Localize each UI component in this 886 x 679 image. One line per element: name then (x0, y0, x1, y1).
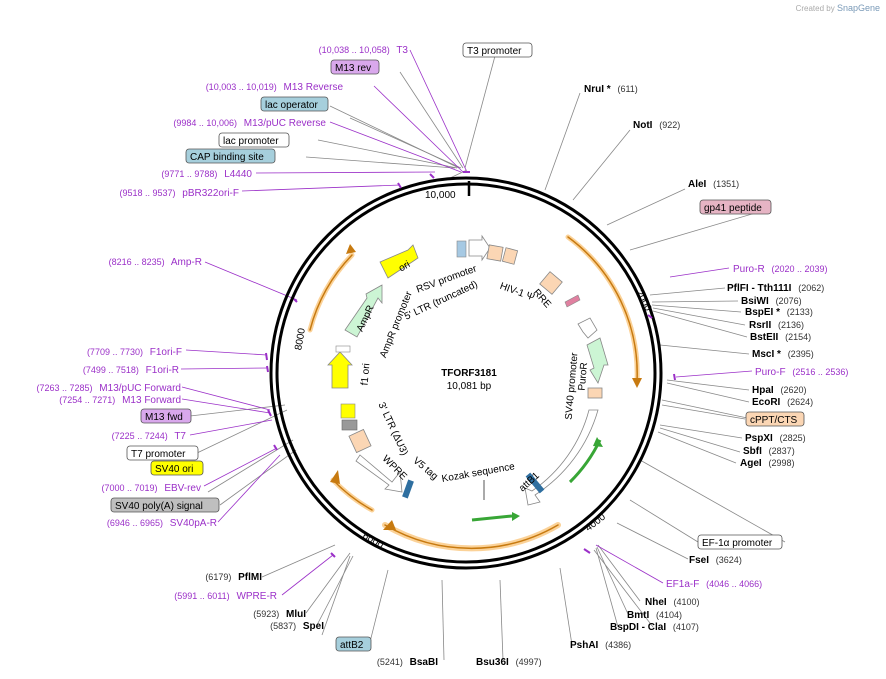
lac-promoter-box[interactable]: lac promoter (223, 136, 279, 147)
primer-label[interactable]: (6946 .. 6965) SV40pA-R (107, 518, 217, 529)
orange-arcs (307, 234, 640, 552)
sv40-ori-box[interactable]: SV40 ori (155, 464, 193, 475)
tick-10000: 10,000 (425, 190, 456, 201)
primer-label[interactable]: (10,038 .. 10,058) T3 (319, 45, 409, 56)
gp41-box[interactable]: gp41 peptide (704, 203, 762, 214)
site-label[interactable]: PflFI - Tth111I (2062) (727, 283, 824, 294)
snapgene-credit: Created by SnapGene (796, 3, 880, 13)
f1ori-label: f1 ori (360, 363, 373, 386)
site-label[interactable]: MscI * (2395) (752, 349, 814, 360)
site-label[interactable]: NheI (4100) (645, 597, 699, 608)
primer-labels: (10,038 .. 10,058) T3 (10,003 .. 10,019)… (36, 45, 848, 602)
ori-label: ori (397, 259, 412, 274)
site-label[interactable]: (6179) PflMI (205, 572, 262, 583)
lac-operator-box[interactable]: lac operator (265, 100, 318, 111)
site-label[interactable]: EcoRI (2624) (752, 397, 813, 408)
site-label[interactable]: RsrII (2136) (749, 320, 804, 331)
backbone-inner (275, 182, 657, 564)
primer-leader-lines (180, 49, 753, 596)
right-sites: NruI * (611) NotI (922) AleI (1351) PflF… (476, 84, 824, 668)
primer-label[interactable]: (8216 .. 8235) Amp-R (109, 257, 202, 268)
primer-label[interactable]: (7709 .. 7730) F1ori-F (87, 347, 182, 358)
tick-8000: 8000 (293, 327, 308, 351)
primer-label[interactable]: (7225 .. 7244) T7 (112, 431, 187, 442)
site-label[interactable]: (5923) MluI (253, 609, 306, 620)
tick-4000: 4000 (584, 511, 609, 534)
feature-boxes: T3 promoter M13 rev lac operator lac pro… (110, 42, 805, 652)
primer-label[interactable]: EF1a-F (4046 .. 4066) (666, 579, 762, 590)
ampr-promoter-label: AmpR promoter (378, 289, 415, 359)
m13-rev-box[interactable]: M13 rev (335, 63, 371, 74)
cppt-box[interactable]: cPPT/CTS (750, 415, 798, 426)
site-label[interactable]: BstEII (2154) (750, 332, 811, 343)
site-label[interactable]: BspDI - ClaI (4107) (610, 622, 699, 633)
puror-label: PuroR (577, 362, 590, 391)
left-sites: (5241) BsaBI (5837) SpeI (5923) MluI (61… (205, 572, 438, 668)
site-label[interactable]: SbfI (2837) (743, 446, 795, 457)
primer-label[interactable]: (9984 .. 10,006) M13/pUC Reverse (173, 118, 326, 129)
site-label[interactable]: Bsu36I (4997) (476, 657, 542, 668)
attb2-box[interactable]: attB2 (340, 640, 364, 651)
site-label[interactable]: (5837) SpeI (270, 621, 324, 632)
site-label[interactable]: PshAI (4386) (570, 640, 631, 651)
primer-label[interactable]: Puro-R (2020 .. 2039) (733, 264, 828, 275)
sv40-polya-box[interactable]: SV40 poly(A) signal (115, 501, 203, 512)
site-label[interactable]: BmtI (4104) (627, 610, 682, 621)
t7-promoter-box[interactable]: T7 promoter (131, 449, 186, 460)
t3-promoter-box[interactable]: T3 promoter (467, 46, 522, 57)
hiv-psi-label: HIV-1 Ψ (498, 281, 536, 304)
site-label[interactable]: HpaI (2620) (752, 385, 806, 396)
primer-label[interactable]: Puro-F (2516 .. 2536) (755, 367, 848, 378)
primer-label[interactable]: (7254 .. 7271) M13 Forward (59, 395, 181, 406)
site-label[interactable]: AgeI (2998) (740, 458, 794, 469)
site-label[interactable]: BspEI * (2133) (745, 307, 813, 318)
site-label[interactable]: FseI (3624) (689, 555, 742, 566)
plasmid-length: 10,081 bp (447, 381, 492, 392)
primer-label[interactable]: (5991 .. 6011) WPRE-R (174, 591, 277, 602)
credit-prefix: Created by (795, 4, 835, 13)
primer-label[interactable]: (7000 .. 7019) EBV-rev (101, 483, 201, 494)
primer-label[interactable]: (7263 .. 7285) M13/pUC Forward (36, 383, 181, 394)
inner-features: ori AmpR (327, 234, 609, 506)
site-label[interactable]: (5241) BsaBI (377, 657, 438, 668)
site-label[interactable]: BsiWI (2076) (741, 296, 802, 307)
arc-arrowheads (330, 244, 642, 530)
backbone-outer (269, 176, 663, 570)
plasmid-name: TFORF3181 (441, 368, 497, 379)
v5-tag-label: V5 tag (411, 455, 440, 482)
site-leader-lines (189, 55, 786, 661)
primer-label[interactable]: (10,003 .. 10,019) M13 Reverse (206, 82, 344, 93)
primer-markers (265, 171, 676, 558)
cap-site-box[interactable]: CAP binding site (190, 152, 264, 163)
ltr3-label: 3' LTR (ΔU3) (376, 401, 410, 458)
primer-label[interactable]: (9771 .. 9788) L4440 (161, 169, 252, 180)
snapgene-logo: SnapGene (836, 3, 880, 13)
site-label[interactable]: NotI (922) (633, 120, 680, 131)
site-label[interactable]: PspXI (2825) (745, 433, 806, 444)
site-label[interactable]: NruI * (611) (584, 84, 638, 95)
primer-label[interactable]: (9518 .. 9537) pBR322ori-F (119, 188, 239, 199)
ef1a-promoter-box[interactable]: EF-1α promoter (702, 538, 773, 549)
site-label[interactable]: AleI (1351) (688, 179, 739, 190)
primer-label[interactable]: (7499 .. 7518) F1ori-R (83, 365, 179, 376)
kozak-label: Kozak sequence (441, 461, 516, 485)
m13-fwd-box[interactable]: M13 fwd (145, 412, 183, 423)
